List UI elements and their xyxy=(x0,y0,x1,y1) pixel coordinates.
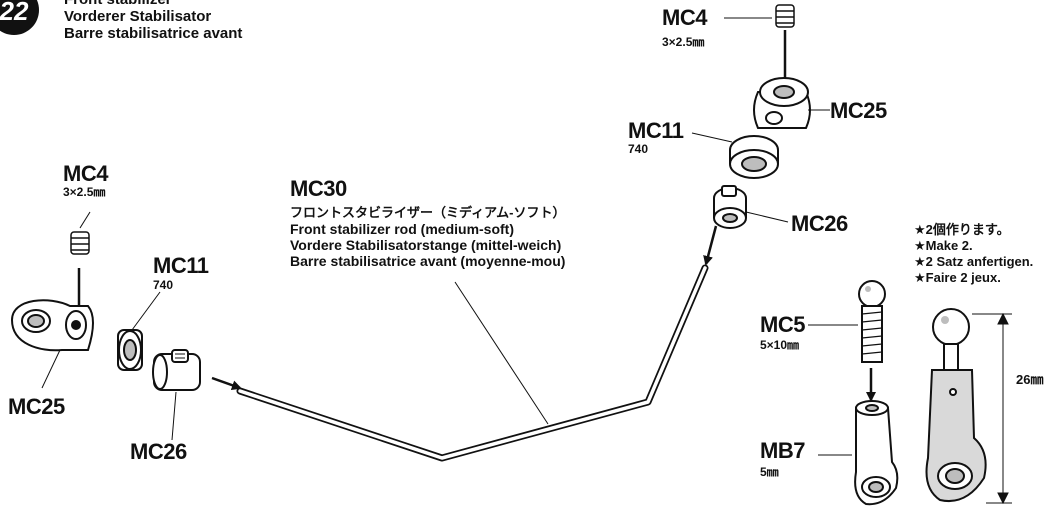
mb7-rod-end xyxy=(854,400,899,506)
note-de: ★2 Satz anfertigen. xyxy=(914,254,1034,269)
mc30-desc-en: Front stabilizer rod (medium-soft) xyxy=(290,221,514,237)
step-number: 22 xyxy=(0,0,29,26)
mc4-left-spec: 3×2.5㎜ xyxy=(63,185,106,199)
mc4-left-set-screw xyxy=(70,231,90,255)
mc26-right-code: MC26 xyxy=(791,211,848,236)
mc30-desc-fr: Barre stabilisatrice avant (moyenne-mou) xyxy=(290,253,566,269)
mc26-left-stopper xyxy=(152,349,201,391)
mc4-right-set-screw xyxy=(775,4,795,28)
note-fr: ★Faire 2 jeux. xyxy=(914,270,1001,285)
mc4-right-code: MC4 xyxy=(662,5,707,30)
mb7-spec: 5㎜ xyxy=(760,465,779,479)
mc30-description: フロントスタビライザー（ミディアム-ソフト） Front stabilizer … xyxy=(290,205,566,269)
step-title: Front stabilizer Vorderer Stabilisator B… xyxy=(64,0,242,42)
mc25-left-ball-end xyxy=(10,299,94,352)
dimension-26mm xyxy=(972,312,1012,505)
rod-end-arrow-right xyxy=(703,225,718,266)
mc11-left-spec: 740 xyxy=(153,278,174,292)
mc25-right-code: MC25 xyxy=(830,98,887,123)
mc5-spec: 5×10㎜ xyxy=(760,338,800,352)
step-title-de: Vorderer Stabilisator xyxy=(64,8,212,25)
mc11-right-code: MC11 xyxy=(628,118,684,143)
mc30-desc-de: Vordere Stabilisatorstange (mittel-weich… xyxy=(290,237,562,253)
note-ja: ★2個作ります。 xyxy=(914,222,1010,237)
mc26-right-stopper xyxy=(713,185,747,229)
mc30-desc-ja: フロントスタビライザー（ミディアム-ソフト） xyxy=(290,205,566,220)
step-title-en: Front stabilizer xyxy=(64,0,242,8)
mb7-code: MB7 xyxy=(760,438,805,463)
step-number-badge: 22 xyxy=(0,0,39,35)
mc30-leader-line xyxy=(454,281,549,425)
mc5-ball-connector xyxy=(858,280,886,363)
leader-lines xyxy=(41,17,858,456)
make-two-note: ★2個作ります。 ★Make 2. ★2 Satz anfertigen. ★F… xyxy=(914,222,1033,286)
dimension-label: 26㎜ xyxy=(1016,372,1044,387)
mc25-right-ball-end xyxy=(753,77,811,129)
mc25-left-code: MC25 xyxy=(8,394,65,419)
mc11-right-spec: 740 xyxy=(628,142,649,156)
mc4-right-spec: 3×2.5㎜ xyxy=(662,35,705,49)
step-title-fr: Barre stabilisatrice avant xyxy=(64,25,243,42)
mc26-left-code: MC26 xyxy=(130,439,187,464)
note-en: ★Make 2. xyxy=(914,238,973,253)
mc4-left-code: MC4 xyxy=(63,161,108,186)
mc30-code: MC30 xyxy=(290,176,347,201)
stabilizer-rod xyxy=(236,264,709,462)
assembled-rod-end xyxy=(925,308,987,502)
rod-end-arrow-left xyxy=(211,376,242,391)
mc5-code: MC5 xyxy=(760,312,805,337)
mc11-right-ball xyxy=(729,135,779,179)
mc11-left-ball xyxy=(117,329,143,371)
mc11-left-code: MC11 xyxy=(153,253,209,278)
